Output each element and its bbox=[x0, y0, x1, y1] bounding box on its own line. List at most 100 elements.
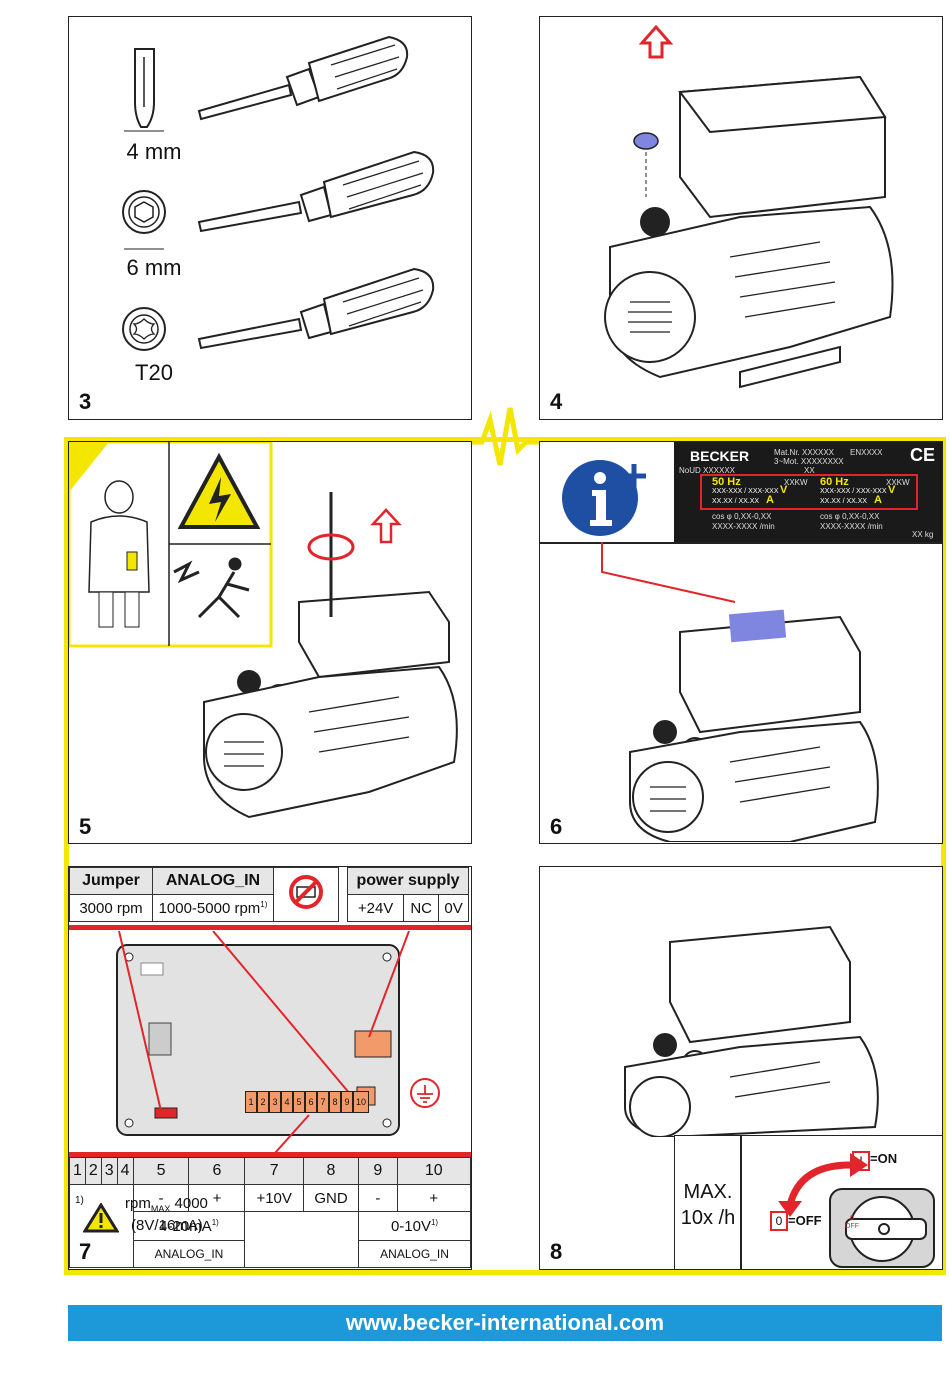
power-table: power supply +24V NC 0V bbox=[346, 867, 469, 922]
brand-logo: BECKER bbox=[690, 448, 750, 464]
electric-shock-icon bbox=[173, 557, 250, 619]
hex-screwdriver-icon bbox=[122, 150, 435, 250]
tools-illustration bbox=[122, 35, 435, 351]
analog-header: ANALOG_IN bbox=[152, 867, 274, 895]
rpm-condition: (8V/16mA) bbox=[131, 1217, 203, 1234]
terminal-number: 8 bbox=[302, 1157, 360, 1185]
footnote-marker: 1) bbox=[430, 1217, 439, 1227]
flat-screwdriver-icon bbox=[124, 35, 409, 132]
red-divider bbox=[69, 925, 471, 930]
power-plus24: +24V bbox=[346, 894, 405, 922]
terminal-number: 7 bbox=[244, 1157, 304, 1185]
xx-field: XX bbox=[804, 466, 815, 475]
terminal: 5 bbox=[293, 1091, 305, 1113]
terminal-number: 9 bbox=[358, 1157, 398, 1185]
panel-7: Jumper ANALOG_IN 3000 rpm 1000-5000 rpm1… bbox=[68, 866, 472, 1270]
technician-icon bbox=[88, 480, 150, 628]
terminal-number: 5 bbox=[132, 1157, 190, 1185]
terminal: 2 bbox=[257, 1091, 269, 1113]
circuit-board bbox=[116, 931, 440, 1153]
power-nc: NC bbox=[403, 894, 440, 922]
mat-nr: Mat.Nr. XXXXXX bbox=[774, 448, 835, 457]
warning-icon bbox=[83, 1203, 119, 1233]
max-value: 10x /h bbox=[680, 1207, 736, 1229]
hz50: 50 Hz bbox=[712, 476, 741, 488]
footnote-marker: 1) bbox=[260, 899, 268, 909]
red-divider bbox=[69, 1152, 471, 1157]
high-voltage-icon bbox=[177, 452, 261, 529]
sign-plus: + bbox=[396, 1184, 472, 1212]
tool-size-label: T20 bbox=[135, 360, 173, 385]
power-connector bbox=[354, 1030, 392, 1058]
rotate-icon bbox=[307, 533, 355, 561]
volts-60: XXX-XXX / XXX-XXX bbox=[820, 488, 887, 495]
panel-3: 4 mm 6 mm T20 3 bbox=[68, 16, 472, 420]
amps-60: XX.XX / XX.XX bbox=[820, 498, 868, 505]
step-number: 8 bbox=[550, 1239, 563, 1264]
cos-phi-60: cos φ 0,XX-0,XX bbox=[820, 512, 880, 521]
terminal: 7 bbox=[317, 1091, 329, 1113]
terminal: 4 bbox=[281, 1091, 293, 1113]
en-number: ENXXXX bbox=[850, 448, 883, 457]
off-label: =OFF bbox=[788, 1213, 822, 1228]
up-arrow-icon bbox=[638, 24, 674, 59]
off-key: 0 bbox=[770, 1211, 788, 1231]
cos-phi-50: cos φ 0,XX-0,XX bbox=[712, 512, 772, 521]
a-unit-60: A bbox=[874, 494, 882, 506]
bottom-table: 1 2 3 4 5 6 7 8 9 10 - + +10V GND - + 4-… bbox=[69, 1157, 472, 1268]
on-arrow-icon bbox=[850, 1153, 868, 1177]
up-arrow-icon bbox=[370, 508, 402, 544]
terminal-number: 2 bbox=[84, 1157, 102, 1185]
kw-50: XXKW bbox=[784, 478, 808, 487]
info-plus-icon bbox=[562, 460, 646, 536]
step-number: 3 bbox=[79, 389, 92, 414]
switch-illustration bbox=[778, 1153, 935, 1268]
sign-gnd: GND bbox=[302, 1184, 360, 1212]
v-unit-60: V bbox=[888, 484, 896, 496]
rating-box bbox=[700, 474, 918, 510]
warning-illustration bbox=[69, 442, 458, 819]
v-unit-50: V bbox=[780, 484, 788, 496]
weight: XX kg bbox=[912, 530, 934, 539]
terminal-number: 4 bbox=[116, 1157, 134, 1185]
step-number: 7 bbox=[79, 1239, 92, 1264]
analog-in-left: ANALOG_IN bbox=[132, 1240, 246, 1268]
terminal: 9 bbox=[341, 1091, 353, 1113]
tool-size-label: 4 mm bbox=[126, 139, 182, 164]
sign-plus: + bbox=[188, 1184, 246, 1212]
nameplate-location bbox=[728, 609, 787, 643]
terminal-number: 3 bbox=[100, 1157, 118, 1185]
rpm-max-note: rpmMAX 4000 bbox=[125, 1195, 208, 1214]
panel-6: BECKER Mat.Nr. XXXXXX ENXXXX CE 3~Mot. X… bbox=[539, 441, 943, 844]
amps-50: XX.XX / XX.XX bbox=[712, 498, 760, 505]
terminal: 3 bbox=[269, 1091, 281, 1113]
step-number: 4 bbox=[550, 389, 563, 414]
power-header: power supply bbox=[347, 867, 469, 895]
plug-icon bbox=[633, 132, 659, 150]
sign-minus: - bbox=[358, 1184, 398, 1212]
sign-minus: - bbox=[132, 1184, 190, 1212]
a-unit-50: A bbox=[766, 494, 774, 506]
terminal: 8 bbox=[329, 1091, 341, 1113]
serial-no: NoUD XXXXXX bbox=[679, 466, 736, 475]
terminal: 6 bbox=[305, 1091, 317, 1113]
website-url[interactable]: www.becker-international.com bbox=[68, 1305, 942, 1341]
jumper-icon bbox=[154, 1107, 178, 1119]
panel-8: MAX. 10x /h I =ON 0 =OFF 0 OFF 8 bbox=[539, 866, 943, 1270]
ce-mark: CE bbox=[910, 445, 936, 465]
motor-illustration bbox=[624, 925, 879, 1137]
panel-4: 4 bbox=[539, 16, 943, 420]
tool-size-label: 6 mm bbox=[126, 255, 182, 280]
jumper-header: Jumper bbox=[69, 867, 153, 895]
top-table: Jumper ANALOG_IN 3000 rpm 1000-5000 rpm1… bbox=[69, 867, 339, 922]
rpm-60: XXXX-XXXX /min bbox=[820, 522, 883, 531]
note-marker: 1) bbox=[75, 1195, 84, 1206]
nameplate: BECKER Mat.Nr. XXXXXX ENXXXX CE 3~Mot. X… bbox=[674, 442, 942, 542]
terminal: 10 bbox=[353, 1091, 369, 1113]
torx-screwdriver-icon bbox=[122, 267, 435, 351]
panel-5: 5 bbox=[68, 441, 472, 844]
motor-illustration bbox=[601, 542, 879, 842]
switch-off-marker: 0 OFF bbox=[845, 1215, 859, 1230]
terminal-number: 6 bbox=[188, 1157, 246, 1185]
on-label: =ON bbox=[870, 1151, 898, 1166]
